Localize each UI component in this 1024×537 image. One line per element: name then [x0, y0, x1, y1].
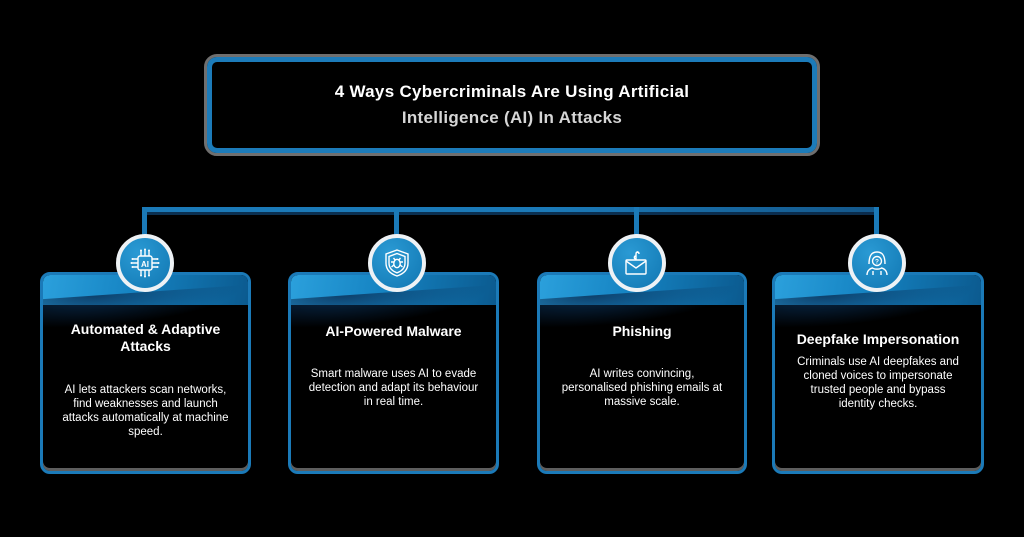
card-heading: Phishing [548, 323, 736, 340]
card-body-text: AI lets attackers scan networks, find we… [62, 384, 229, 438]
card-phishing: Phishing AI writes convincing, personali… [537, 272, 747, 474]
connector-horizontal-line [142, 207, 878, 215]
card-heading: Automated & Adaptive Attacks [51, 321, 240, 355]
connector-stub-1 [142, 207, 147, 243]
svg-text:AI: AI [141, 260, 149, 269]
card-heading-line-1: Automated & Adaptive [70, 321, 221, 337]
card-heading-line-1: AI-Powered Malware [325, 323, 462, 339]
connector-stub-2 [394, 207, 399, 243]
card-heading: Deepfake Impersonation [783, 331, 973, 348]
svg-text:?: ? [875, 259, 879, 266]
card-heading-line-1: Deepfake Impersonation [796, 331, 960, 347]
card-heading-line-1: Phishing [612, 323, 672, 339]
card-body-text: Criminals use AI deepfakes and cloned vo… [797, 356, 959, 410]
phishing-email-hook-icon [608, 234, 666, 292]
title-line-2: Intelligence (AI) In Attacks [401, 108, 623, 127]
connector-stub-4 [874, 207, 879, 243]
card-heading-line-2: Attacks [120, 338, 171, 354]
card-body-text: AI writes convincing, personalised phish… [561, 368, 723, 408]
connector-stub-3 [634, 207, 639, 243]
card-body-text: Smart malware uses AI to evade detection… [308, 368, 479, 408]
card-ai-attacks: Automated & Adaptive Attacks AI lets att… [40, 272, 251, 474]
card-ai-malware: AI-Powered Malware Smart malware uses AI… [288, 272, 499, 474]
card-heading: AI-Powered Malware [299, 323, 488, 340]
ai-chip-icon: AI [116, 234, 174, 292]
title-box: 4 Ways Cybercriminals Are Using Artifici… [204, 54, 820, 156]
title-line-1: 4 Ways Cybercriminals Are Using Artifici… [334, 82, 690, 101]
hooded-hacker-icon: ? [848, 234, 906, 292]
shield-bug-malware-icon [368, 234, 426, 292]
card-impersonation: Deepfake Impersonation Criminals use AI … [772, 272, 984, 474]
